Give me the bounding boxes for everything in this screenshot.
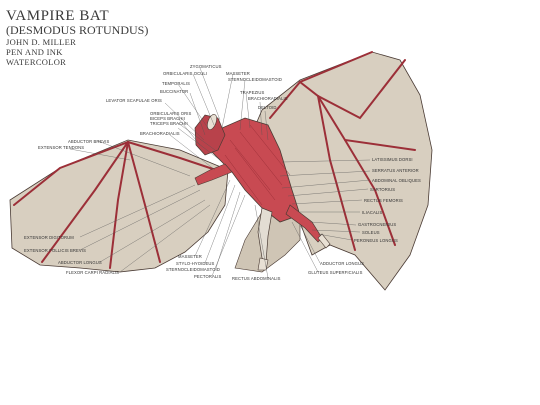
label-flexor-carpi-radialis: FLEXOR CARPI RADIALIS — [66, 270, 120, 275]
label-levator-scapulae: LEVATOR SCAPULAE ORIS — [106, 98, 162, 103]
label-rectus-femoris: RECTUS FEMORIS — [364, 198, 403, 203]
bat-head — [194, 114, 226, 156]
label-peroneus-longus: PERONEUS LONGUS — [354, 238, 398, 243]
right-wing-bones — [269, 51, 416, 251]
page-title: VAMPIRE BAT — [6, 8, 110, 24]
label-extensor-tendons: EXTENSOR TENDONS — [38, 145, 85, 150]
left-forearm — [194, 163, 233, 186]
label-rectus-abdominalis: RECTUS ABDOMINALIS — [232, 276, 281, 281]
label-serratus-anterior: SERRATUS ANTERIOR — [372, 168, 419, 173]
muscle-striations — [224, 124, 291, 206]
label-sartorius: SARTORIUS — [370, 187, 396, 192]
label-extensor-digitorum: EXTENSOR DIGITORUM — [24, 235, 74, 240]
label-zygomaticus: ZYGOMATICUS — [190, 64, 222, 69]
label-abductor-longus: ABDUCTOR LONGUS — [58, 260, 102, 265]
label-deltoid: DELTOID — [258, 105, 277, 110]
label-orbicularis-oris: ORBICULARIS ORIS — [150, 111, 192, 116]
scientific-name: (DESMODUS ROTUNDUS) — [6, 23, 149, 37]
label-soleus: SOLEUS — [362, 230, 380, 235]
label-orbicularis-oculi: ORBICULARIS OCULI — [163, 71, 208, 76]
label-sternocleidomastoid-low: STERNOCLEIDOMASTOID — [166, 267, 220, 272]
label-sternocleidomastoid-top: STERNOCLEIDOMASTOID — [228, 77, 282, 82]
label-abdominal-obliques: ABDOMINAL OBLIQUES — [372, 178, 421, 183]
label-triceps-brachii: TRICEPS BRACHII — [150, 121, 188, 126]
label-trapezius: TRAPEZIUS — [240, 90, 265, 95]
label-brachioradialis: BRACHIORADIALIS — [140, 131, 180, 136]
left-wing-bones — [13, 141, 223, 269]
label-pectoralis: PECTORALIS — [194, 274, 222, 279]
bat-feet — [257, 233, 331, 271]
label-stylo-hyoideus: STYLO-HYOIDEUS — [176, 261, 215, 266]
title-block: VAMPIRE BAT (DESMODUS ROTUNDUS) JOHN D. … — [6, 8, 148, 67]
label-buccinator: BUCCINATOR — [160, 89, 189, 94]
label-masseter-low: MASSETER — [178, 254, 202, 259]
label-biceps-brachii: BICEPS BRACHII — [150, 116, 185, 121]
medium-line-1: PEN AND INK — [6, 47, 63, 57]
label-masseter: MASSETER — [226, 71, 250, 76]
label-latissimus-dorsi: LATISSIMUS DORSI — [372, 157, 413, 162]
bat-ear — [207, 114, 217, 130]
label-abductor-brevis: ABDUCTOR BREVIS — [68, 139, 110, 144]
left-wing-membrane — [9, 139, 229, 273]
label-brachioradialis-top: BRACHIORADIALIS — [248, 96, 288, 101]
label-gluteus-superficialis: GLUTEUS SUPERFICIALIS — [308, 270, 363, 275]
author-name: JOHN D. MILLER — [6, 37, 77, 47]
label-gastrocnemius: GASTROCNEMIUS — [358, 222, 397, 227]
medium-line-2: WATERCOLOR — [6, 57, 67, 67]
label-adductor-longus: ADDUCTOR LONGUS — [320, 261, 365, 266]
leader-lines — [69, 67, 371, 279]
label-iliacalis: ILIACALIS — [362, 210, 383, 215]
label-temporalis: TEMPORALIS — [162, 81, 190, 86]
right-wing-membrane — [244, 51, 433, 291]
label-extensor-pollicis-brevis: EXTENSOR POLLICIS BREVIS — [24, 248, 86, 253]
